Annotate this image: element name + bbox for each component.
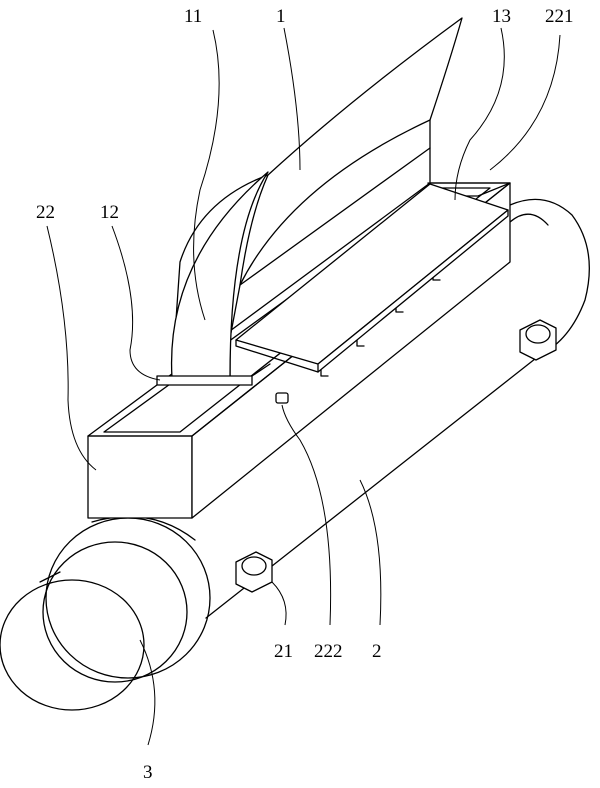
bolt-21-front: [235, 551, 273, 593]
label-22: 22: [36, 202, 55, 223]
label-222: 222: [314, 641, 343, 662]
shaft-3: [0, 571, 145, 711]
blade-1: [171, 17, 463, 379]
label-2: 2: [372, 641, 382, 662]
label-11: 11: [184, 6, 202, 27]
label-1: 1: [276, 6, 286, 27]
base-plate-12: [156, 363, 271, 386]
label-3: 3: [143, 762, 153, 783]
label-13: 13: [492, 6, 511, 27]
cover-plate-13: [235, 183, 509, 373]
fixing-holes-222: [275, 271, 441, 404]
label-21: 21: [274, 641, 293, 662]
guide-strip-11: [170, 171, 269, 379]
label-221: 221: [545, 6, 574, 27]
reference-labels: 11 1 13 221 22 12 2 21 222 3: [36, 6, 574, 783]
leader-lines: [46, 27, 561, 746]
bolt-21-rear: [519, 319, 557, 361]
label-12: 12: [100, 202, 119, 223]
